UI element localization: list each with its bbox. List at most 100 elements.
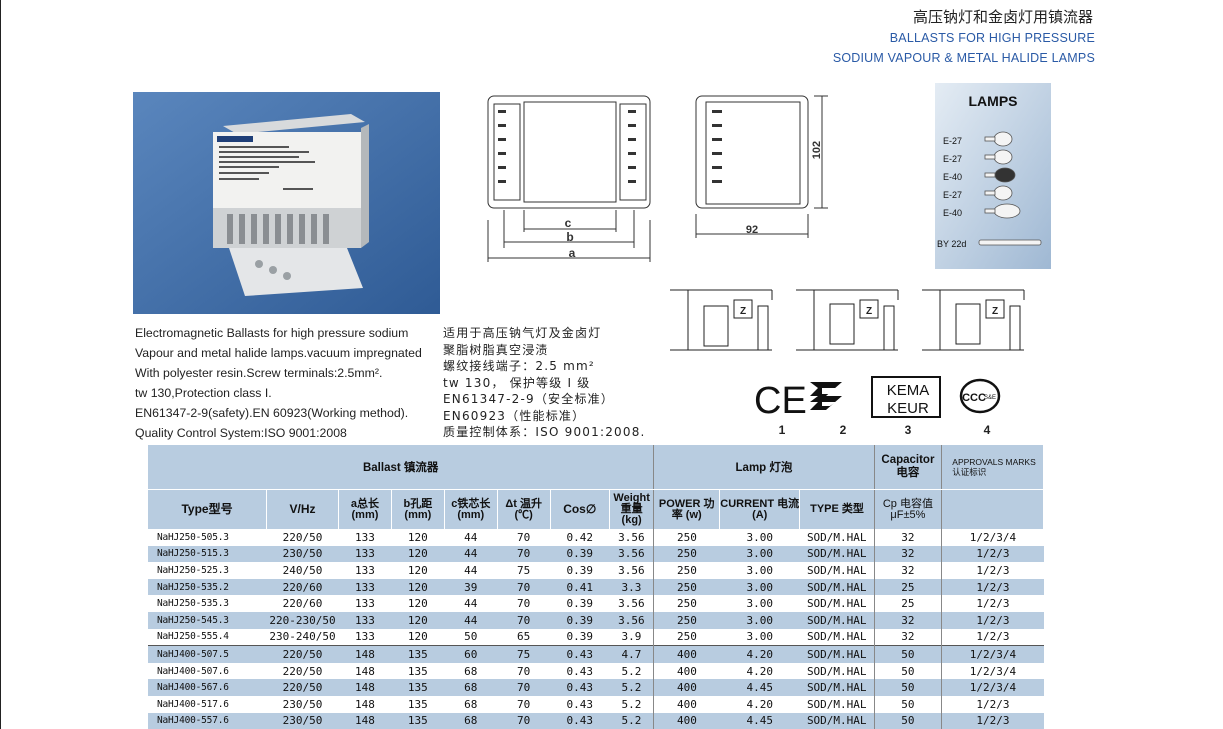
table-cell: 70 [497,712,551,729]
table-cell: SOD/M.HAL [799,611,875,629]
description-line: EN61347-2-9（安全标准） [443,392,615,406]
table-cell: SOD/M.HAL [799,695,875,713]
table-cell: 230/50 [266,712,339,729]
table-cell: 3.56 [609,611,655,629]
table-cell: 4.20 [719,662,800,680]
table-cell: 0.41 [550,578,610,596]
svg-text:Z: Z [992,306,998,317]
page-title-chinese: 高压钠灯和金卤灯用镇流器 [912,8,1093,26]
table-cell: 400 [653,662,720,680]
description-line: 质量控制体系：ISO 9001:2008. [443,425,646,439]
table-cell: 400 [653,695,720,713]
table-cell: 3.56 [609,595,655,612]
table-cell: 148 [338,679,392,696]
table-cell: 0.43 [550,645,610,663]
table-cell: 120 [391,562,445,579]
table-cell: 4.45 [719,679,800,696]
table-cell: 39 [444,578,498,596]
table-cell: 3.56 [609,545,655,563]
table-cell: 50 [874,645,943,663]
table-cell: 4.7 [609,645,655,663]
table-cell: 0.39 [550,611,610,629]
table-cell: 250 [653,595,720,612]
table-cell: SOD/M.HAL [799,628,875,646]
table-cell: 1/2/3/4 [941,662,1044,680]
table-cell: 60 [444,645,498,663]
table-cell: 50 [874,712,943,729]
table-cell: 1/2/3 [941,611,1044,629]
table-cell: 4.20 [719,695,800,713]
table-cell: 75 [497,645,551,663]
table-cell: 240/50 [266,562,339,579]
table-cell: 148 [338,645,392,663]
table-cell: NaHJ250-505.3 [148,529,267,546]
table-cell: 5.2 [609,662,655,680]
table-cell: 133 [338,628,392,646]
lamp-bulb-icon [993,203,1021,219]
lamp-bulb-icon [993,149,1013,165]
table-cell: 148 [338,695,392,713]
table-cell: 1/2/3 [941,695,1044,713]
lamp-bulb-icon [993,131,1013,147]
lamp-base-icon [984,208,996,214]
table-cell: 32 [874,529,943,546]
table-cell: 68 [444,695,498,713]
wiring-diagram-1 [670,289,773,351]
description-line: EN60923（性能标准） [443,408,586,423]
table-cell: 133 [338,611,392,629]
lamp-base-icon [984,172,996,178]
table-cell: 32 [874,545,943,563]
table-cell: 1/2/3/4 [941,645,1044,663]
table-cell: 50 [874,662,943,680]
table-cell: 5.2 [609,679,655,696]
table-cell: 1/2/3 [941,545,1044,563]
table-cell: NaHJ400-517.6 [148,695,267,713]
table-cell: 68 [444,712,498,729]
table-cell: 1/2/3 [941,562,1044,579]
table-cell: 50 [874,679,943,696]
table-cell: 400 [653,645,720,663]
table-cell: 3.3 [609,578,655,596]
column-header: Cp 电容值 μF±5% [874,489,943,529]
description-line: 适用于高压钠气灯及金卤灯 [443,326,602,340]
table-cell: 3.00 [719,562,800,579]
table-cell: 133 [338,562,392,579]
lamp-base-icon [984,154,996,160]
table-cell: 135 [391,695,445,713]
table-cell: 5.2 [609,695,655,713]
table-cell: 148 [338,712,392,729]
wiring-diagram-3 [922,289,1025,351]
column-header: c铁芯长 (mm) [444,489,498,529]
table-cell: 0.39 [550,545,610,563]
table-cell: 3.00 [719,611,800,629]
column-header: b孔距 (mm) [391,489,445,529]
table-cell: 250 [653,611,720,629]
column-header [941,489,1044,529]
table-cell: 0.43 [550,662,610,680]
table-cell: 220/60 [266,578,339,596]
table-cell: 70 [497,545,551,563]
table-cell: 25 [874,595,943,612]
table-cell: 120 [391,611,445,629]
table-cell: 0.43 [550,712,610,729]
table-cell: NaHJ400-567.6 [148,679,267,696]
table-cell: 220/50 [266,529,339,546]
table-cell: 3.56 [609,562,655,579]
column-header: Weight 重量 (kg) [609,489,655,529]
table-cell: 0.39 [550,562,610,579]
table-cell: 70 [497,695,551,713]
svg-text:Z: Z [866,306,872,317]
dimension-c-label: c [565,216,572,230]
table-cell: 70 [497,578,551,596]
svg-text:S&E: S&E [984,395,996,401]
table-cell: 70 [497,679,551,696]
table-cell: 1/2/3 [941,595,1044,612]
table-cell: 70 [497,611,551,629]
